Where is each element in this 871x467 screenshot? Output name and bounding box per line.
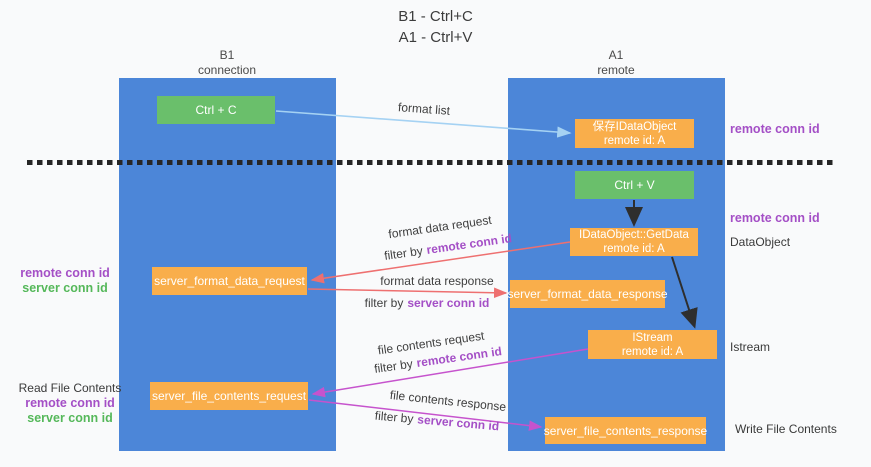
node-idataobject-getdata: IDataObject::GetData remote id: A (570, 228, 698, 256)
node-save-idataobject-line1: 保存IDataObject (592, 120, 677, 133)
lane-a1-name: A1 (608, 48, 624, 62)
node-ctrl-v: Ctrl + V (575, 171, 694, 199)
node-getdata-line1: IDataObject::GetData (579, 229, 689, 241)
lane-b1-name: B1 (219, 48, 235, 62)
node-ctrl-c: Ctrl + C (157, 96, 275, 124)
filter-key-remote-conn-id: remote conn id (425, 231, 513, 257)
annotation-block-format: remote conn id server conn id (10, 266, 120, 296)
node-server-format-data-response: server_format_data_response (507, 280, 668, 308)
annotation-left-server-conn-id-top: server conn id (22, 281, 108, 295)
filter-key-server-conn-id: server conn id (407, 296, 490, 310)
node-istream-line1: IStream (632, 331, 673, 344)
annotation-remote-conn-id-top: remote conn id (730, 122, 820, 136)
filter-prefix: filter by (383, 243, 424, 263)
filter-prefix: filter by (374, 408, 415, 426)
annotation-left-remote-conn-id-top: remote conn id (20, 266, 110, 280)
node-istream-line2: remote id: A (621, 345, 684, 358)
diagram-title: B1 - Ctrl+C A1 - Ctrl+V (0, 6, 871, 48)
annotation-left-remote-conn-id-bottom: remote conn id (25, 396, 115, 410)
title-line-1: B1 - Ctrl+C (398, 8, 473, 25)
format-data-response-arrow (307, 287, 508, 299)
annotation-write-file-contents: Write File Contents (735, 422, 837, 436)
annotation-dataobject: DataObject (730, 235, 791, 249)
annotation-block-file: Read File Contents remote conn id server… (8, 381, 132, 426)
node-server-format-data-request: server_format_data_request (152, 267, 307, 295)
node-save-idataobject: 保存IDataObject remote id: A (575, 119, 694, 148)
lane-a1-role: remote (597, 63, 635, 77)
node-getdata-line2: remote id: A (603, 243, 665, 255)
node-server-file-contents-request: server_file_contents_request (150, 382, 308, 410)
file-contents-response-label: file contents response (389, 387, 507, 415)
lane-b1-role: connection (197, 63, 257, 77)
title-line-2: A1 - Ctrl+V (398, 29, 473, 46)
node-save-idataobject-line2: remote id: A (603, 134, 666, 147)
format-data-response-label: format data response (380, 274, 494, 288)
node-server-file-contents-response: server_file_contents_response (544, 417, 707, 444)
annotation-left-server-conn-id-bottom: server conn id (27, 411, 113, 425)
filter-prefix: filter by (373, 356, 414, 376)
annotation-read-file-contents: Read File Contents (18, 381, 122, 395)
annotation-remote-conn-id-mid: remote conn id (730, 211, 820, 225)
lane-header-b1: B1 connection (157, 48, 297, 78)
filter-key-server-conn-id: server conn id (416, 412, 500, 434)
node-istream: IStream remote id: A (588, 330, 717, 359)
dashed-separator (27, 160, 833, 165)
lane-header-a1: A1 remote (546, 48, 686, 78)
filter-prefix: filter by (364, 296, 404, 310)
format-list-label: format list (397, 100, 451, 118)
annotation-istream: Istream (730, 340, 771, 354)
